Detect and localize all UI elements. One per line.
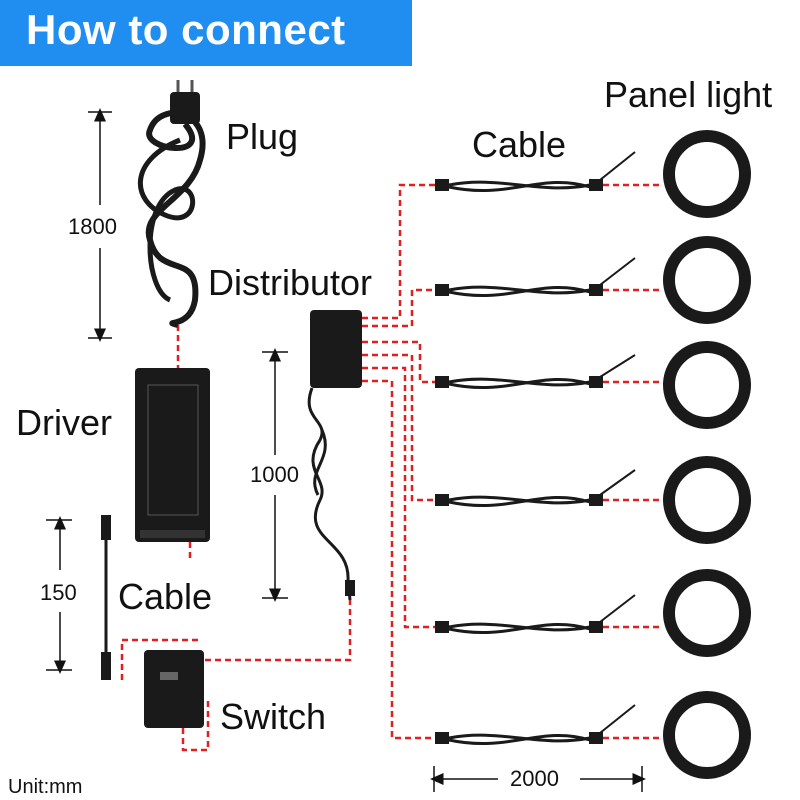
distributor-label: Distributor	[208, 262, 373, 303]
wiring	[120, 183, 662, 752]
page-title: How to connect	[26, 6, 346, 53]
dimension-plug-cord: 1800	[68, 214, 117, 239]
plug-label: Plug	[226, 116, 299, 157]
switch-box	[144, 650, 204, 728]
panel-light	[663, 569, 751, 657]
dimension-lines	[46, 108, 646, 792]
extension-cable	[435, 354, 636, 389]
dimension-distributor-cable: 1000	[250, 462, 299, 487]
cable-top-label: Cable	[472, 124, 567, 165]
dimension-switch-cable: 150	[40, 580, 77, 605]
panel-light	[663, 236, 751, 324]
dimension-extension-cable: 2000	[510, 766, 559, 791]
panel-light	[663, 341, 751, 429]
extension-cables	[435, 151, 636, 745]
driver-label: Driver	[16, 402, 112, 443]
panel-light-label: Panel light	[604, 74, 773, 115]
plug-cord	[138, 80, 206, 328]
switch-label: Switch	[220, 696, 327, 737]
extension-cable	[435, 151, 636, 192]
extension-cable	[435, 257, 636, 297]
unit-label: Unit:mm	[8, 776, 83, 798]
distributor-box	[307, 310, 362, 601]
title-banner: How to connect	[0, 0, 412, 66]
extension-cable	[435, 704, 636, 745]
panel-light	[663, 130, 751, 218]
panel-light	[663, 691, 751, 779]
extension-cable	[435, 469, 636, 507]
panel-lights	[663, 130, 751, 779]
cable-left-label: Cable	[118, 576, 213, 617]
switch-cable	[101, 515, 111, 680]
driver-box	[135, 368, 210, 542]
panel-light	[663, 456, 751, 544]
extension-cable	[435, 594, 636, 634]
